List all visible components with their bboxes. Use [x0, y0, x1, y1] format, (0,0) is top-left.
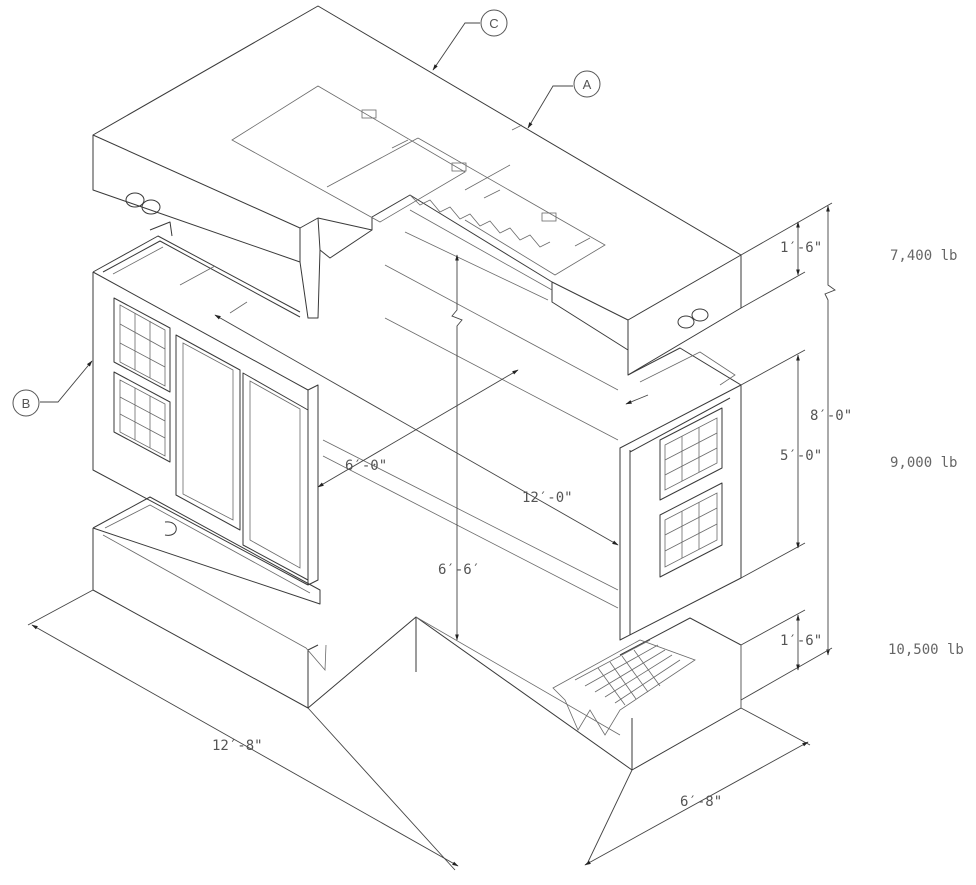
middle-section	[92, 221, 742, 641]
callout-b: B	[12, 360, 93, 417]
callout-b-label: B	[22, 396, 31, 411]
bottom-base	[92, 496, 742, 771]
dimension-lines	[27, 202, 836, 871]
callout-c-label: C	[489, 16, 498, 31]
middle-weight: 9,000 lb	[890, 455, 957, 471]
overall-width-dim: 6′-8"	[680, 794, 722, 810]
inner-height-dim: 6′-6′	[438, 562, 480, 578]
total-height-dim: 8′-0"	[810, 408, 852, 424]
inner-length-dim: 12′-0"	[522, 490, 573, 506]
top-height-dim: 1′-6"	[780, 240, 822, 256]
right-window-grid-lower	[659, 482, 723, 578]
bottom-height-dim: 1′-6"	[780, 633, 822, 649]
middle-height-dim: 5′-0"	[780, 448, 822, 464]
inner-width-dim: 6′-0"	[345, 458, 387, 474]
right-window-grid-upper	[659, 407, 723, 501]
top-weight: 7,400 lb	[890, 248, 957, 264]
overall-length-dim: 12′-8"	[212, 738, 263, 754]
callout-a-label: A	[583, 77, 592, 92]
callout-c: C	[432, 9, 508, 71]
bottom-weight: 10,500 lb	[888, 642, 964, 658]
left-window-grid-upper	[113, 297, 171, 393]
callout-a: A	[527, 70, 601, 129]
top-slab	[92, 5, 742, 376]
left-window-grid-lower	[113, 371, 171, 463]
